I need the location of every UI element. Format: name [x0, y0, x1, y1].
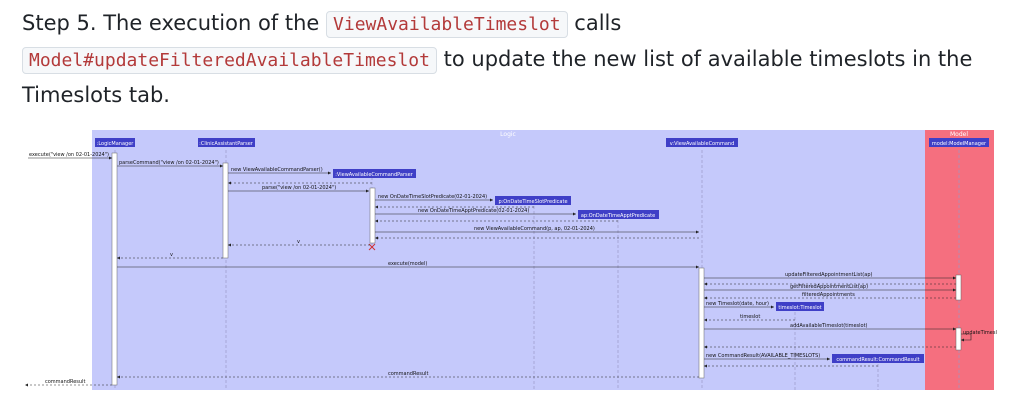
msg-update-filtered: updateFilteredAppointmentList(ap) [785, 272, 872, 278]
msg-new-cmd-parser: new ViewAvailableCommandParser() [231, 167, 323, 173]
participant-command-label: v:ViewAvailableCommand [670, 141, 735, 147]
msg-execute-model: execute(model) [388, 261, 427, 267]
msg-parse: parse("view /on 02-01-2024") [262, 185, 336, 191]
msg-return-cr1: commandResult [388, 371, 428, 377]
created-command-result [832, 354, 924, 363]
msg-return-timeslot: timeslot [740, 314, 760, 320]
msg-return-v1: v [297, 239, 300, 245]
created-p-label: p:OnDateTimeSlotPredicate [498, 199, 567, 205]
logic-box-label: Logic [500, 131, 516, 138]
msg-execute: execute("view /on 02-01-2024") [29, 152, 109, 158]
calls-text: calls [574, 11, 622, 35]
code-view-available-timeslot: ViewAvailableTimeslot [326, 11, 568, 38]
code-update-filtered: Model#updateFilteredAvailableTimeslot [22, 47, 437, 74]
created-cmd-parser-label: :ViewAvailableCommandParser [335, 172, 413, 178]
activation-logic-manager [111, 152, 118, 386]
created-p [495, 196, 571, 205]
model-box-label: Model [950, 131, 968, 138]
participant-parser [198, 138, 255, 147]
created-command-result-label: commandResult:CommandResult [836, 357, 919, 363]
participant-model-label: model:ModelManager [932, 141, 987, 147]
created-timeslot-label: timeslot:Timeslot [778, 305, 821, 311]
activation-model-1 [955, 274, 962, 301]
msg-new-command-result: new CommandResult(AVAILABLE_TIMESLOTS) [706, 353, 820, 359]
msg-new-timeslot: new Timeslot(date, hour) [706, 301, 769, 307]
logic-box [92, 130, 925, 390]
msg-add-timeslot: addAvailableTimeslot(timeslot) [790, 323, 868, 329]
participant-command [666, 138, 738, 147]
step-description: Step 5. The execution of the ViewAvailab… [22, 6, 1012, 113]
activation-cmd-parser [369, 187, 376, 244]
msg-update-timeslots-self [961, 333, 972, 342]
created-ap-label: ap:OnDateTimeApptPredicate [581, 213, 655, 219]
model-box [925, 130, 994, 390]
step-text: Step 5. The execution of the [22, 11, 320, 35]
msg-return-filtered: filteredAppointments [802, 292, 855, 298]
participant-logic-manager-label: :LogicManager [97, 141, 135, 147]
sequence-diagram: Logic Model :LogicManager :ClinicAssista… [25, 130, 997, 390]
activation-parser [222, 162, 229, 259]
created-timeslot [776, 302, 824, 311]
msg-new-p: new OnDateTimeSlotPredicate(02-01-2024) [378, 194, 487, 200]
activation-command [698, 267, 705, 379]
msg-new-command: new ViewAvailableCommand(p, ap, 02-01-20… [474, 226, 595, 232]
msg-update-timeslots: updateTimesl [963, 330, 997, 336]
msg-return-v2: v [170, 252, 173, 258]
msg-return-cr2: commandResult [45, 379, 85, 385]
activation-model-2 [955, 327, 962, 351]
msg-get-filtered: getFilteredAppointmentList(ap) [790, 284, 868, 290]
msg-new-ap: new OnDateTimeApptPredicate(02-01-2024) [418, 208, 529, 214]
participant-logic-manager [95, 138, 135, 147]
participant-model [929, 138, 989, 147]
continuation-text: to update the new list of available time… [22, 47, 973, 107]
participant-parser-label: :ClinicAssistantParser [199, 141, 254, 147]
created-ap [578, 210, 659, 219]
msg-parse-command: parseCommand("view /on 02-01-2024") [119, 160, 219, 166]
created-cmd-parser [333, 169, 416, 178]
